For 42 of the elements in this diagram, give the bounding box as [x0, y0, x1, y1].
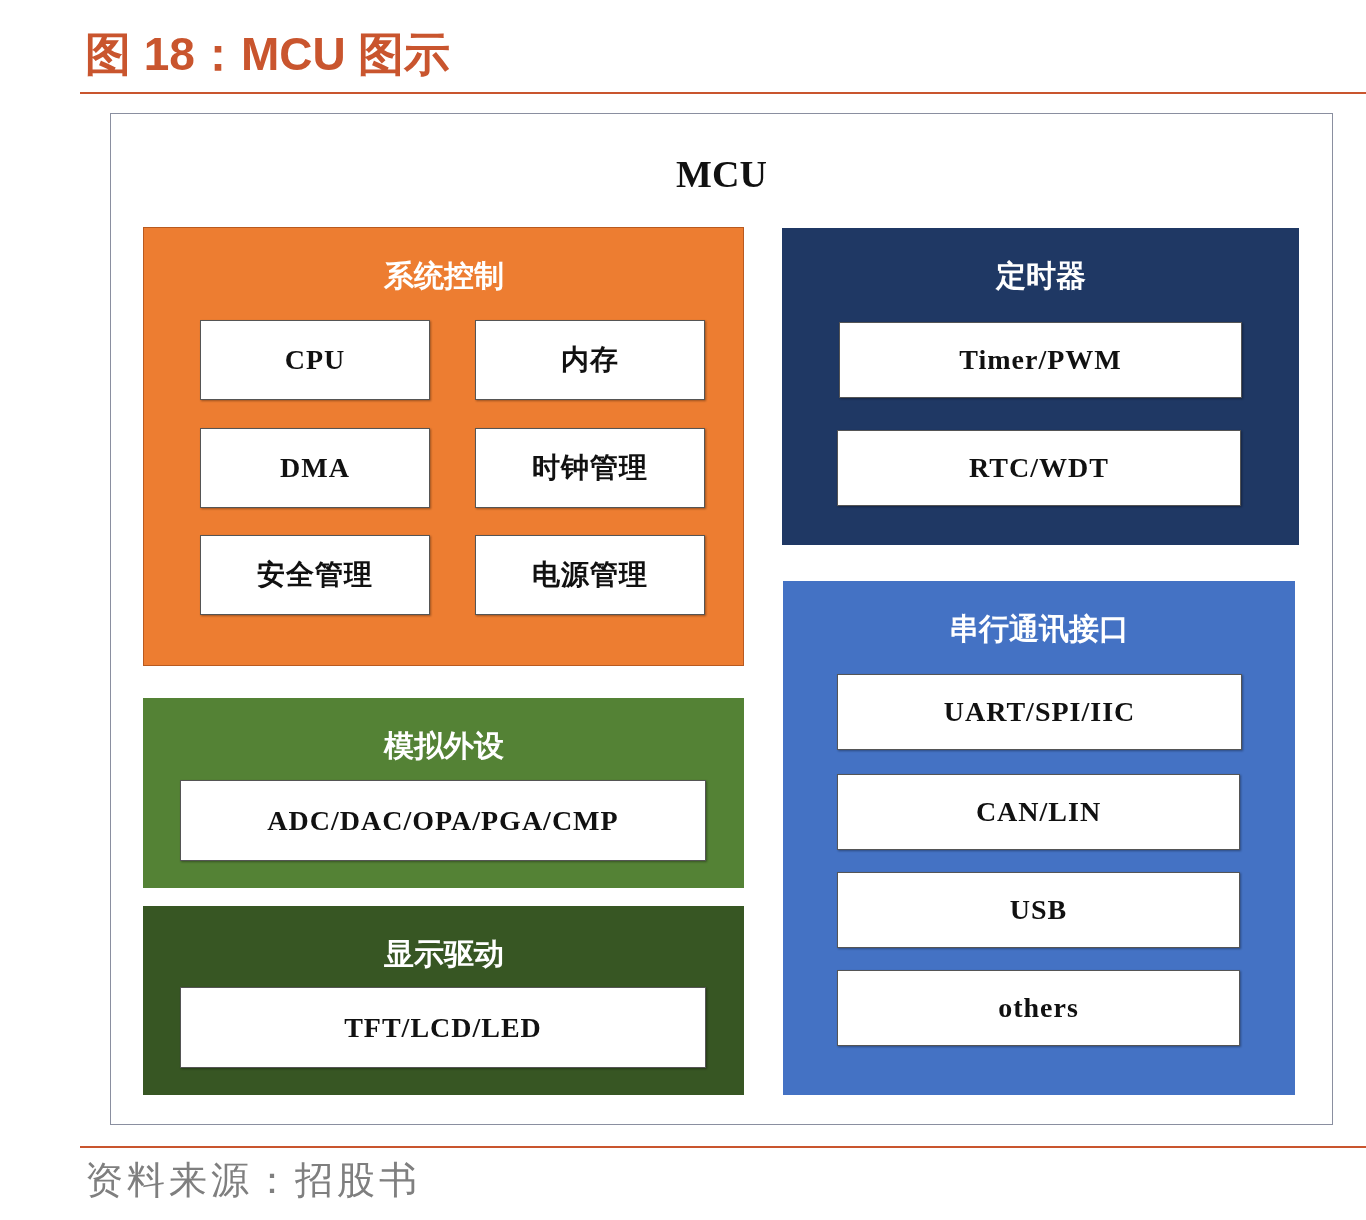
- module-box: [180, 987, 706, 1068]
- group-panel: [783, 581, 1295, 1095]
- module-box: [200, 535, 430, 615]
- source-note: 资料来源：招股书: [85, 1158, 421, 1203]
- module-box: [180, 780, 706, 861]
- module-label: DMA: [280, 452, 350, 484]
- module-box: [837, 674, 1242, 750]
- module-box: [837, 430, 1241, 506]
- group-panel: [782, 228, 1299, 545]
- module-box: [200, 428, 430, 508]
- module-label: UART/SPI/IIC: [943, 696, 1136, 728]
- group-heading: 定时器: [995, 258, 1086, 294]
- module-box: [475, 535, 705, 615]
- module-label: CPU: [284, 344, 346, 376]
- module-label: 安全管理: [257, 558, 373, 592]
- module-box: [837, 774, 1240, 850]
- module-box: [475, 320, 705, 400]
- group-panel: [143, 698, 744, 888]
- module-box: [200, 320, 430, 400]
- module-label: Timer/PWM: [959, 344, 1122, 376]
- module-label: USB: [1009, 894, 1068, 926]
- group-heading: 模拟外设: [383, 728, 504, 764]
- outer-frame: [110, 113, 1333, 1125]
- module-label: others: [998, 992, 1079, 1024]
- module-box: [837, 970, 1240, 1046]
- module-label: 内存: [561, 343, 619, 377]
- module-label: 电源管理: [532, 558, 648, 592]
- group-heading: 系统控制: [383, 258, 504, 294]
- group-panel: [143, 227, 744, 666]
- group-panel: [143, 906, 744, 1095]
- group-heading: 显示驱动: [383, 936, 504, 972]
- group-heading: MCU: [676, 152, 767, 196]
- group-heading: 串行通讯接口: [949, 611, 1129, 647]
- module-box: [839, 322, 1242, 398]
- module-label: CAN/LIN: [975, 796, 1102, 828]
- module-label: TFT/LCD/LED: [344, 1011, 542, 1044]
- module-box: [837, 872, 1240, 948]
- module-label: ADC/DAC/OPA/PGA/CMP: [267, 804, 619, 837]
- module-label: RTC/WDT: [969, 452, 1109, 484]
- module-label: 时钟管理: [532, 451, 648, 485]
- module-box: [475, 428, 705, 508]
- figure-title: 图 18：MCU 图示: [85, 27, 451, 82]
